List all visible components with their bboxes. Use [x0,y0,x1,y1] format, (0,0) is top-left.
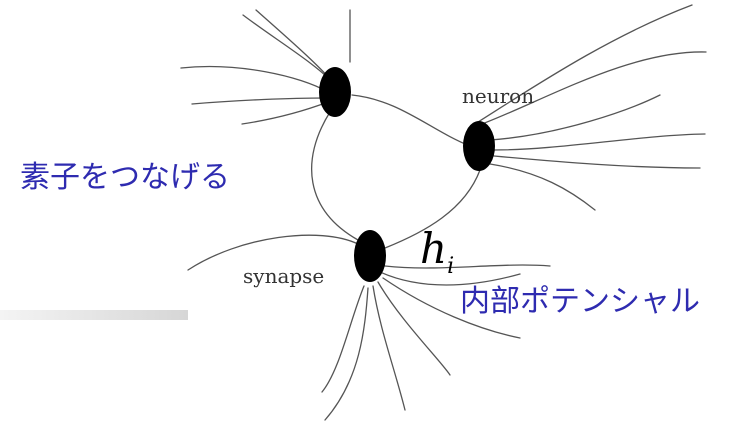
dendrite-bottom-f [373,286,405,410]
neuron-node-right [463,121,495,171]
internal-potential-variable: hi [420,228,454,278]
dendrite-bottom-e [378,282,450,375]
dendrite-top-e [242,102,328,124]
connect-elements-label: 素子をつなげる [20,163,230,193]
variable-subscript-i: i [447,254,454,279]
neuron-node-bottom [354,230,386,282]
connection-top-bottom [312,112,358,240]
variable-h: h [420,224,447,273]
dendrite-top-c [181,67,328,92]
neuron-label: neuron [462,86,534,106]
synapse-label: synapse [243,266,324,286]
neuron-node-top [319,67,351,117]
connection-top-right [352,95,470,146]
dendrite-right-e [494,156,700,168]
dendrite-bottom-c [385,265,550,268]
dendrite-top-d [192,98,326,104]
internal-potential-label: 内部ポテンシャル [460,287,700,317]
dendrite-bottom-g [325,288,368,420]
dendrite-bottom-h [322,286,364,392]
dendrite-top-a [243,15,336,86]
dendrite-right-f [490,164,595,210]
